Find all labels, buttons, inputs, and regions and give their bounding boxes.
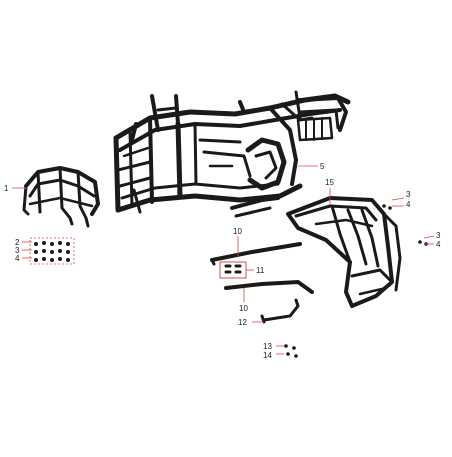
front-bumper [22,166,100,228]
callout-10-lower: 10 [239,304,248,313]
callout-12: 12 [238,318,247,327]
callout-4-left: 4 [15,254,20,263]
callout-15: 15 [325,178,334,187]
callout-1: 1 [4,184,9,193]
callout-3-upper-right: 3 [406,190,411,199]
callout-3-left: 3 [15,246,20,255]
fastener-set-bottom [284,344,298,358]
callout-11: 11 [256,266,265,275]
callout-labels: 1 2 3 4 5 15 3 4 3 4 10 11 10 12 13 14 [4,162,441,360]
callout-3-lower-right: 3 [436,231,441,240]
callout-2: 2 [15,238,20,247]
callout-leaders [12,165,435,355]
fastener-set-left [29,237,75,265]
callout-5: 5 [320,162,325,171]
side-bar-lower [224,279,314,324]
side-bar-upper [210,242,302,266]
rear-rack [286,196,402,308]
callout-4-lower-right: 4 [436,240,441,249]
callout-10-upper: 10 [233,227,242,236]
callout-4-upper-right: 4 [406,200,411,209]
mount-bracket [219,261,247,279]
callout-14: 14 [263,351,272,360]
main-frame [113,90,351,218]
callout-13: 13 [263,342,272,351]
